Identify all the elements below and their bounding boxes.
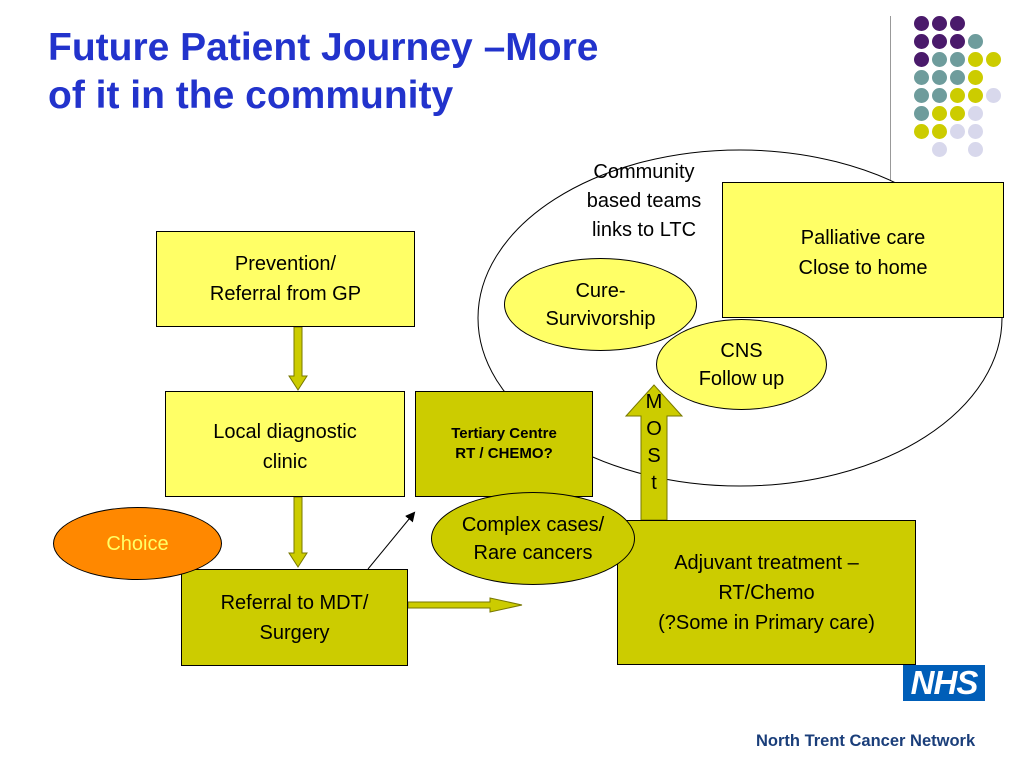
palliative-line-2: Close to home [798,257,928,279]
decor-dot [950,88,965,103]
decor-dot [914,124,929,139]
north-trent-network-logo: North Trent Cancer Network [756,732,976,750]
decor-dot [968,70,983,85]
most-up-arrow [624,384,684,521]
decor-dot [986,88,1001,103]
decor-dot [932,142,947,157]
title-line-2: of it in the community [48,74,454,117]
referral-mdt-box: Referral to MDT/ Surgery [181,569,408,666]
cure-survivorship-oval: Cure- Survivorship [504,258,697,351]
decor-dot [914,88,929,103]
most-letter: O [646,418,662,440]
decor-dot [914,106,929,121]
decor-dot [914,16,929,31]
referral-line-1: Referral to MDT/ [220,591,369,614]
most-letter: S [647,445,661,467]
decor-dot [968,124,983,139]
decor-dot [932,70,947,85]
decor-dot [932,52,947,67]
decor-dot [950,34,965,49]
complex-cases-oval: Complex cases/ Rare cancers [431,492,635,585]
referral-line-2: Surgery [259,621,330,644]
decor-dot [950,124,965,139]
divider-line [890,16,891,181]
decor-dot [932,34,947,49]
cure-line-1: Cure- [575,279,626,302]
decor-dot [950,16,965,31]
decor-dot [968,34,983,49]
cure-line-2: Survivorship [545,307,656,330]
palliative-care-box: Palliative care Close to home [722,182,1004,318]
complex-line-1: Complex cases/ [461,513,605,536]
arrow-diagnostic-to-referral [288,496,308,568]
cns-follow-up-oval: CNS Follow up [656,319,827,410]
tertiary-line-2: RT / CHEMO? [455,445,553,462]
choice-oval: Choice [53,507,222,580]
community-teams-label: Community based teams links to LTC [566,158,722,245]
title-line-1: Future Patient Journey –More [48,26,599,69]
palliative-line-1: Palliative care [800,227,926,249]
community-ellipse [477,149,1003,487]
arrow-prevention-to-diagnostic [288,326,308,391]
nhs-logo: NHS [903,665,985,701]
adjuvant-line-3: (?Some in Primary care) [658,611,875,634]
decor-dot [968,52,983,67]
decor-dot [932,124,947,139]
most-letter: M [645,391,663,413]
tertiary-centre-box: Tertiary Centre RT / CHEMO? [415,391,593,497]
prevention-box: Prevention/ Referral from GP [156,231,415,327]
decor-dot [950,70,965,85]
adjuvant-treatment-box: Adjuvant treatment – RT/Chemo (?Some in … [617,520,916,665]
most-letter: t [651,472,657,494]
prevention-line-1: Prevention/ [234,253,337,275]
decor-dot [950,106,965,121]
local-diagnostic-line-2: clinic [262,451,308,473]
decor-dot [932,16,947,31]
community-line-2: based teams [586,190,702,212]
decor-dot [968,88,983,103]
most-arrow-label: M O S t [641,389,667,497]
decor-dot [914,34,929,49]
cns-line-2: Follow up [698,367,785,390]
decor-dot [932,106,947,121]
arrow-referral-to-tertiary [367,511,416,570]
decor-dot [986,52,1001,67]
prevention-line-2: Referral from GP [209,283,362,305]
community-line-1: Community [593,161,695,183]
choice-label: Choice [106,532,169,555]
decor-dot [968,142,983,157]
adjuvant-line-2: RT/Chemo [718,581,815,604]
decor-dot [950,52,965,67]
complex-line-2: Rare cancers [473,541,593,564]
community-line-3: links to LTC [591,219,697,241]
decor-dot [968,106,983,121]
decor-dot [914,70,929,85]
local-diagnostic-line-1: Local diagnostic [213,421,357,443]
arrow-referral-to-adjuvant [407,597,523,613]
slide-title: Future Patient Journey –More of it in th… [48,24,808,120]
cns-line-1: CNS [720,339,763,362]
decor-dot [914,52,929,67]
local-diagnostic-box: Local diagnostic clinic [165,391,405,497]
adjuvant-line-1: Adjuvant treatment – [674,551,859,574]
decor-dot [932,88,947,103]
tertiary-line-1: Tertiary Centre [451,425,557,442]
